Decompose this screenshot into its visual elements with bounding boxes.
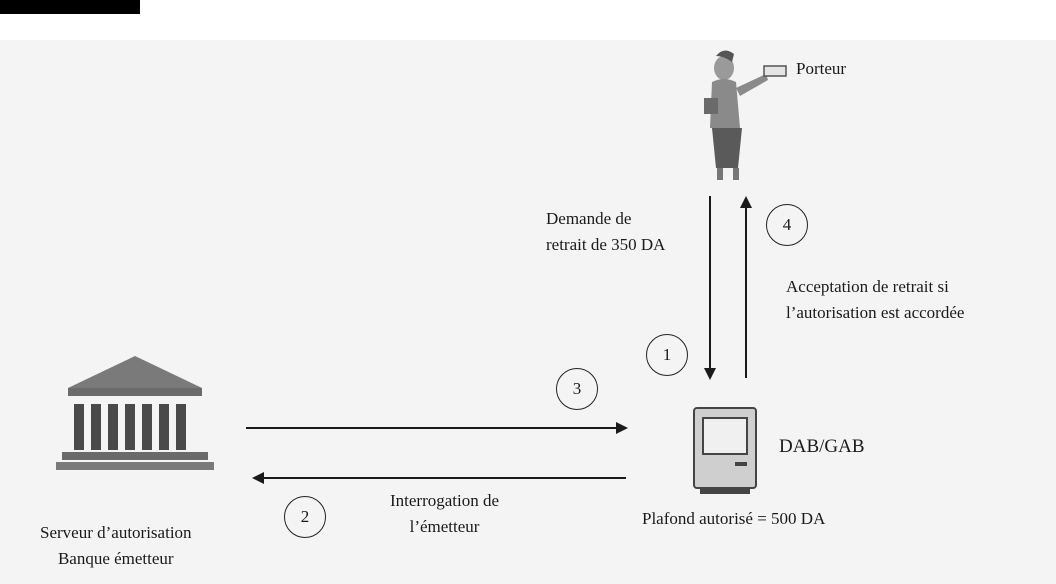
porteur-label: Porteur bbox=[796, 59, 847, 78]
person-icon bbox=[704, 50, 787, 180]
step-4-circle: 4 bbox=[766, 204, 808, 246]
bank-building-icon bbox=[56, 356, 214, 470]
serveur-label: Serveur d’autorisation Banque émetteur bbox=[40, 523, 192, 568]
interrogation-label: Interrogation de l’émetteur bbox=[390, 491, 500, 536]
acceptation-label: Acceptation de retrait si l’autorisation… bbox=[786, 277, 965, 322]
step-2-circle: 2 bbox=[284, 496, 326, 538]
plafond-label: Plafond autorisé = 500 DA bbox=[642, 509, 826, 528]
step-1-circle: 1 bbox=[646, 334, 688, 376]
demande-label: Demande de retrait de 350 DA bbox=[546, 209, 666, 254]
page-top-strip bbox=[0, 0, 1056, 40]
top-left-bar bbox=[0, 0, 140, 14]
atm-terminal-icon bbox=[693, 407, 757, 494]
dab-label: DAB/GAB bbox=[779, 436, 865, 457]
step-3-circle: 3 bbox=[556, 368, 598, 410]
